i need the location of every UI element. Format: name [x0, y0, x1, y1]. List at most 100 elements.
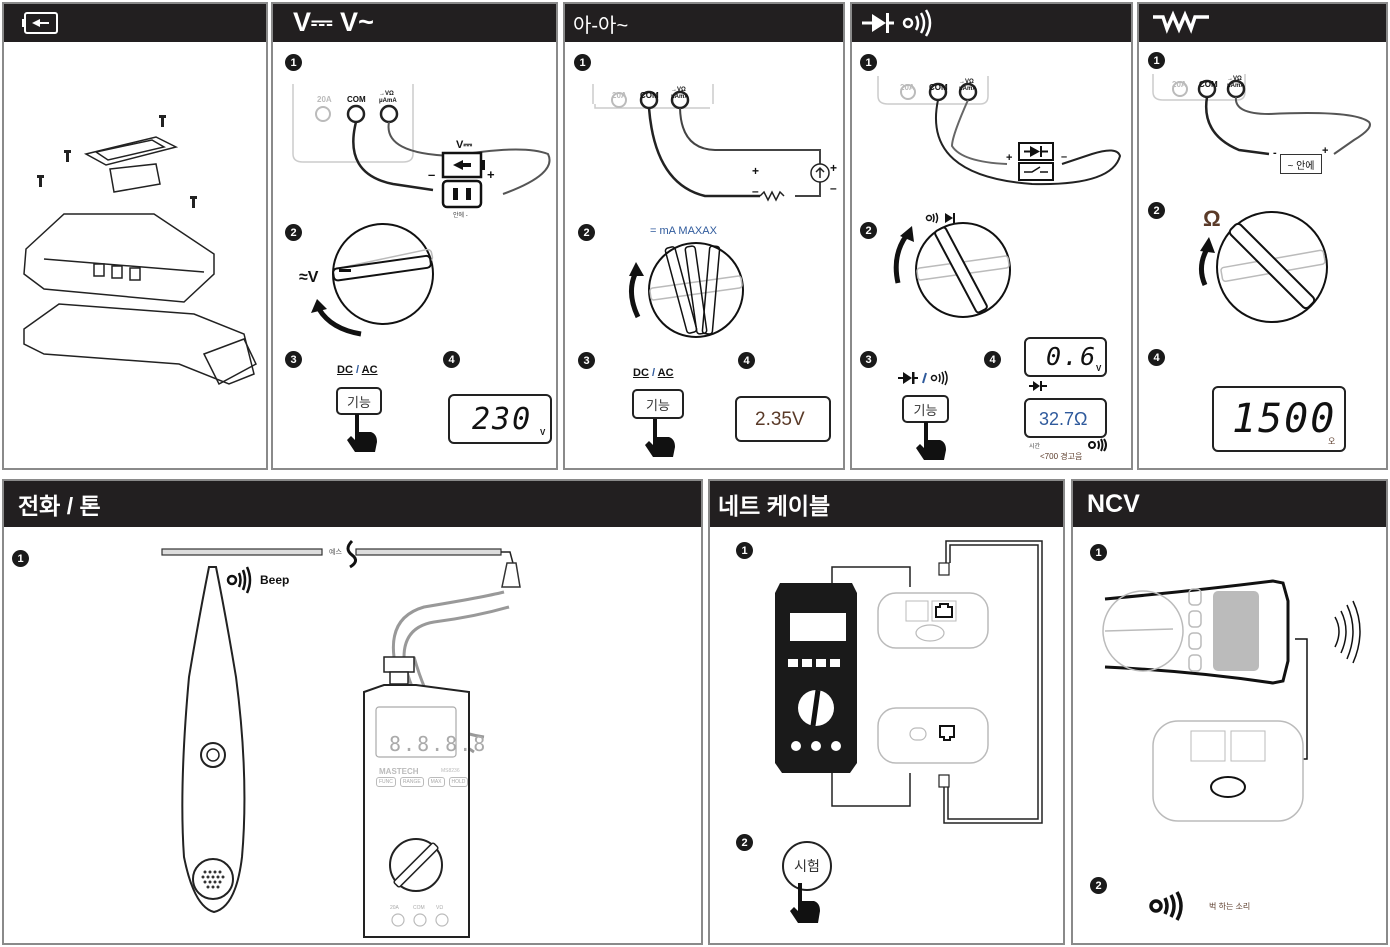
wire-label: 예스: [329, 549, 342, 556]
panel-title: 네트 케이블: [718, 493, 831, 519]
meter-jacks-illustration: [292, 84, 551, 195]
step-badge: 2: [1090, 877, 1107, 894]
component-box: ~ 안에: [1280, 154, 1322, 174]
panel-title: NCV: [1087, 489, 1140, 518]
step-badge: 4: [1148, 349, 1165, 366]
minus-sign: –: [1061, 151, 1068, 163]
dial-label: Ω: [1203, 206, 1221, 231]
minus-sign: –: [428, 167, 436, 182]
panel-tone: 전화 / 톤 1 예스 Beep 8.8.8.8 MASTECH M: [2, 479, 703, 945]
dc-ac-label: DC / AC: [337, 364, 378, 376]
meter-jack-label: VΩ: [436, 905, 444, 911]
step-badge: 4: [984, 351, 1001, 368]
panel-header: NCV: [1073, 481, 1386, 527]
battery-exploded-illustration: [23, 115, 257, 386]
lcd-display: 230 V: [448, 394, 552, 444]
meter-display: 8.8.8.8: [389, 732, 488, 756]
step-badge: 1: [12, 550, 29, 567]
step-badge: 2: [285, 224, 302, 241]
circuit-illustration: [592, 84, 830, 202]
rotary-dial-icon: [915, 222, 1011, 318]
battery-replace-icon: [22, 12, 58, 34]
slash: /: [355, 364, 360, 376]
beep-label: 벅 하는 소리: [1209, 902, 1251, 911]
step-badge: 2: [860, 222, 877, 239]
jack-label-vohm: →VΩ μAmA: [671, 87, 689, 100]
plus-sign: +: [1006, 152, 1013, 164]
meter-jack-label: COM: [413, 905, 425, 911]
panel-title: V⎓ V~: [293, 7, 374, 37]
diode-continuity-icon: [898, 370, 948, 386]
rotate-arrow-icon: [629, 262, 644, 319]
dial-label: ≈V: [299, 269, 319, 286]
panel-diode: 1 20A COM →VΩ μAmA + – 2 3: [850, 2, 1133, 470]
panel-battery: [2, 2, 268, 470]
diode-connection-illustration: [877, 76, 1122, 186]
ac-label: AC: [361, 364, 378, 376]
lcd-unit: V: [540, 428, 546, 437]
lcd-unit: V: [1096, 364, 1102, 373]
source-label: V⎓: [456, 139, 473, 151]
network-cable-test-illustration: [775, 540, 1043, 824]
source-minus: –: [830, 181, 837, 195]
dc-label: DC: [337, 364, 353, 376]
panel-header: [4, 4, 266, 42]
note-small: 시간: [1029, 444, 1041, 450]
plus-sign: +: [1322, 145, 1329, 157]
function-button[interactable]: 기능: [632, 389, 684, 419]
jack-label-vohm: →VΩ μAmA: [959, 79, 977, 92]
function-button[interactable]: 기능: [336, 387, 382, 415]
lcd-reading: 1500: [1232, 396, 1337, 442]
hand-pointer-icon: [916, 422, 946, 460]
panel-resistance: 1 20A COM →VΩ μAmA - ~ 안에 + 2 Ω 4 1500 오: [1137, 2, 1388, 470]
step-badge: 1: [574, 54, 591, 71]
hand-pointer-icon: [347, 414, 377, 452]
jack-label-com: COM: [347, 95, 366, 104]
beep-sound-icon: [1149, 891, 1183, 921]
hand-pointer-icon: [645, 419, 675, 457]
panel-header: V⎓ V~: [273, 4, 556, 42]
minus-sign: -: [1273, 147, 1277, 159]
minus-sign: –: [752, 184, 759, 198]
lcd-display: 1500 오: [1212, 386, 1346, 452]
jack-label-com: COM: [1199, 80, 1218, 89]
panel-header: 네트 케이블: [710, 481, 1063, 527]
diode-continuity-icon: [862, 9, 932, 37]
panel-net-cable: 네트 케이블 1 2 시험: [708, 479, 1065, 945]
step-badge: 3: [285, 351, 302, 368]
beep-label: Beep: [260, 573, 290, 587]
panel-title: 전화 / 톤: [18, 493, 101, 519]
test-button[interactable]: 시험: [782, 841, 832, 891]
step-badge: 2: [578, 224, 595, 241]
rotary-dial-icon: [1216, 211, 1328, 323]
panel-header: [852, 4, 1131, 42]
step-badge: 3: [860, 351, 877, 368]
step-badge: 4: [443, 351, 460, 368]
note-text: <700 경고음: [1040, 452, 1083, 461]
resistance-connection-illustration: [1152, 74, 1371, 156]
panel-current: 아-아~ 1 20A COM →VΩ μAmA + – + – 2 = mA M…: [563, 2, 845, 470]
meter-button: HOLD: [448, 777, 469, 787]
battery-source-icon: [441, 151, 485, 209]
dial-mode-icon: [925, 212, 955, 224]
function-button[interactable]: 기능: [902, 395, 949, 423]
step-badge: 1: [736, 542, 753, 559]
lcd-reading: 0.6: [1046, 342, 1098, 371]
jack-label-20a: 20A: [317, 95, 332, 104]
meter-button: FUNC: [376, 777, 396, 787]
rotary-dial-icon: [332, 223, 434, 325]
lcd-display-resistance: 32.7Ω: [1024, 398, 1107, 438]
hand-pointer-icon: [790, 883, 820, 923]
rotate-arrow-icon: [1199, 237, 1215, 287]
panel-header: [1139, 4, 1386, 42]
lcd-display: 2.35V: [735, 396, 831, 442]
dc-ac-label: DC / AC: [633, 367, 674, 379]
lcd-reading: 32.7Ω: [1039, 409, 1088, 429]
step-badge: 1: [1090, 544, 1107, 561]
dc-label: DC: [633, 367, 649, 379]
resistor-icon: [1153, 10, 1209, 34]
panel-header: 아-아~: [565, 4, 843, 42]
source-plus: +: [830, 161, 838, 175]
ncv-detection-illustration: [1102, 579, 1361, 822]
dial-label: = mA MAXAX: [650, 225, 717, 237]
